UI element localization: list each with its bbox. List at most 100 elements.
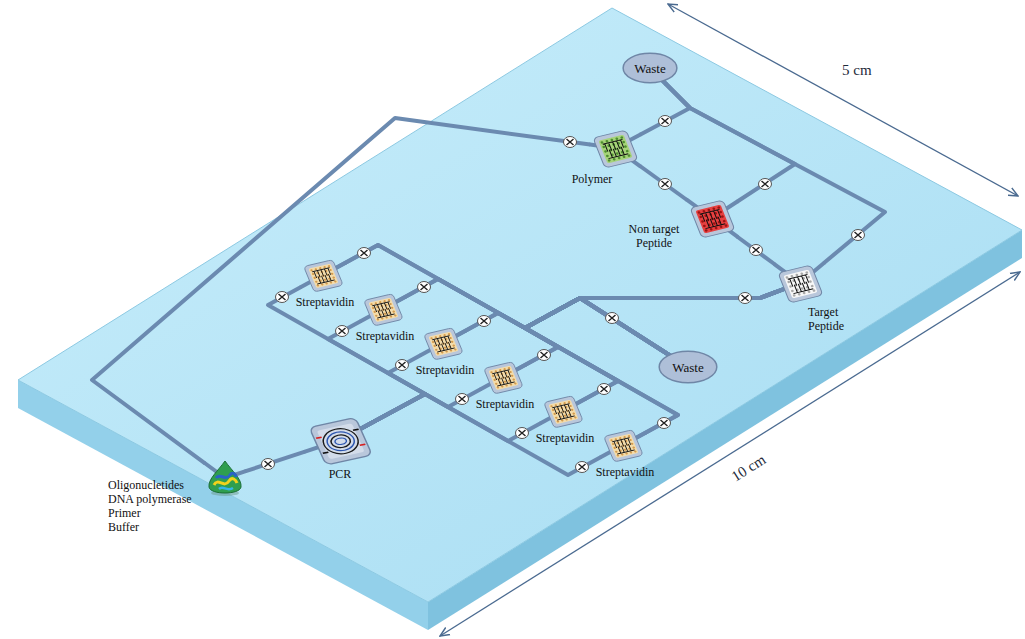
chamber-graphic-part-part <box>394 314 397 317</box>
valve-symbol-part <box>541 352 548 358</box>
chamber-label-group: Streptavidin <box>356 329 415 343</box>
chamber-graphic-part-part <box>600 141 604 144</box>
chamber-graphic-part-part <box>308 264 338 289</box>
reagent-drop-graphic-part <box>219 488 233 490</box>
chamber-label: Streptavidin <box>536 431 595 445</box>
valve-symbol-part <box>855 232 862 238</box>
chamber-graphic-part-part <box>593 130 638 168</box>
chamber-graphic-part <box>304 260 344 292</box>
chamber-graphic-part-part <box>697 211 701 214</box>
chamber-graphic-part-part <box>790 275 794 278</box>
valve-symbol-part <box>276 292 289 303</box>
valve-symbol-part <box>750 245 763 256</box>
chamber-graphic-part-part <box>310 269 313 272</box>
chamber-graphic-part-part <box>622 155 626 158</box>
chamber-graphic-part-part <box>548 400 578 425</box>
chamber-graphic-part <box>604 430 644 462</box>
chamber-graphic-part-part <box>488 366 518 391</box>
valve-symbol <box>750 245 763 256</box>
chamber-graphic-part-part <box>625 150 629 153</box>
valve-symbol-part <box>396 360 409 371</box>
chamber-graphic-part-part <box>424 328 464 360</box>
chamber-graphic-part-part <box>451 341 454 344</box>
chamber-graphic <box>601 428 645 462</box>
valve-symbol-part <box>519 430 526 436</box>
valve-symbol <box>659 179 672 190</box>
chamber-graphic-part-part <box>494 370 497 373</box>
chamber-graphic-part-part <box>314 268 317 271</box>
chamber-graphic <box>361 292 405 326</box>
chamber-label-group: Streptavidin <box>536 431 595 445</box>
chamber-graphic-part-part <box>435 348 438 351</box>
chamber-graphic-part-part <box>316 429 365 453</box>
chamber-graphic-part-part <box>439 335 442 338</box>
chamber-graphic-part-part <box>563 402 566 405</box>
chamber-graphic-part-part <box>632 446 635 449</box>
chamber-graphic-part-part <box>695 205 729 234</box>
chamber-label: Polymer <box>572 172 613 186</box>
chamber-graphic-part-part <box>496 386 499 389</box>
chamber-graphic-part-part <box>610 138 614 141</box>
chamber-graphic-part-part <box>559 403 562 406</box>
chamber-graphic-part-part <box>368 298 398 323</box>
chamber-graphic-part-part <box>436 352 439 355</box>
chamber-graphic-part-part <box>324 429 358 453</box>
chamber-graphic-part-part <box>604 430 644 462</box>
chamber-graphic-part-part <box>722 220 726 223</box>
chamber-graphic-part-part <box>490 371 493 374</box>
valve-symbol <box>538 350 551 361</box>
microchannel <box>92 118 590 463</box>
valve-symbol <box>418 282 431 293</box>
dimension-label: 10 cm <box>728 451 769 486</box>
chamber-graphic-part-part <box>812 289 816 292</box>
chamber-graphic-part-part <box>719 225 723 228</box>
chamber-graphic-part-part <box>370 303 373 306</box>
chamber-graphic-part-part <box>434 336 437 339</box>
chamber-graphic-part-part <box>623 436 626 439</box>
chamber-graphic-part-part <box>334 437 348 445</box>
reaction-chamber: Non target Peptide <box>687 198 737 238</box>
valve-symbol-part <box>658 418 671 429</box>
microchannel <box>640 84 690 135</box>
chamber-graphic-part-part <box>315 280 318 283</box>
pcr-chamber: PCR <box>305 415 375 465</box>
valve-symbol <box>276 292 289 303</box>
chamber-label-group: Streptavidin <box>596 465 655 479</box>
chamber-graphic-part-part <box>329 433 353 449</box>
valve-symbol-part <box>456 394 469 405</box>
chamber-graphic-part-part <box>631 443 634 446</box>
chamber-graphic-part-part <box>452 344 455 347</box>
chamber-graphic-part-part <box>430 337 433 340</box>
valve-symbol <box>606 313 619 324</box>
microchannel <box>666 84 885 263</box>
chamber-graphic-part-part <box>607 159 611 162</box>
chamber-label: PCR <box>329 467 352 481</box>
chamber-graphic-part-part <box>389 315 392 318</box>
valve-symbol-part <box>662 181 669 187</box>
chamber-graphic-part-part <box>805 271 809 274</box>
valve-symbol <box>576 462 589 473</box>
chamber-graphic-part-part <box>612 438 634 454</box>
chamber-graphic-part-part <box>501 385 504 388</box>
chamber-label: Streptavidin <box>356 329 415 343</box>
chamber-graphic-part <box>424 328 464 360</box>
chamber-graphic-part-part <box>561 419 564 422</box>
chamber-graphic-part-part <box>379 301 382 304</box>
chamber-graphic-part-part <box>381 317 384 320</box>
microchannel <box>375 394 541 441</box>
valve-symbol-part <box>538 350 551 361</box>
chamber-graphic-part-part <box>634 450 637 453</box>
chamber-graphic-part-part <box>492 370 514 386</box>
valve-symbol-part <box>659 116 672 127</box>
chamber-graphic-part-part <box>331 273 334 276</box>
valve-symbol <box>516 428 529 439</box>
reagent-drop-graphic-part <box>209 461 241 493</box>
valve-symbol <box>336 326 349 337</box>
chamber-graphic-part-part <box>304 260 344 292</box>
valve-symbol <box>262 459 275 470</box>
chamber-graphic-part-part <box>512 378 515 381</box>
valve-symbol-part <box>762 181 769 187</box>
chamber-graphic-part-part <box>364 294 404 326</box>
chamber-graphic <box>590 128 640 168</box>
